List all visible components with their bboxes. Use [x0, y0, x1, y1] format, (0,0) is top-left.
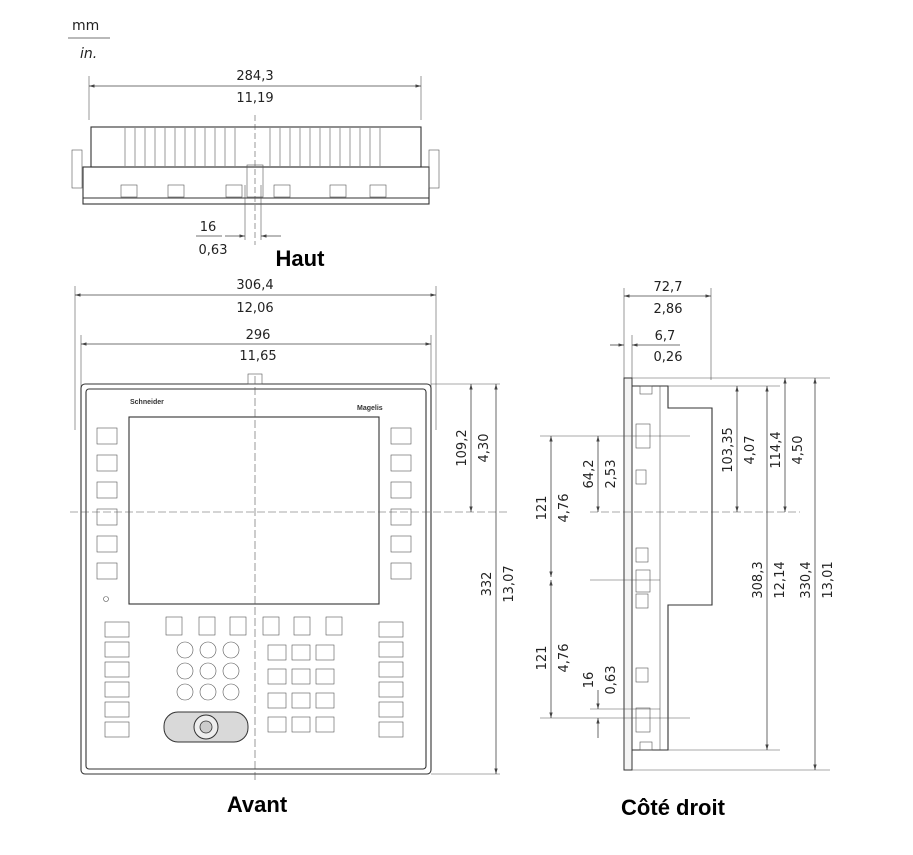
side-front-panel: [623, 377, 633, 771]
softkeys-row: [165, 616, 343, 636]
top-vents: [124, 128, 381, 166]
side-d-mm: 114,4: [769, 431, 784, 468]
unit-mm: mm: [72, 18, 99, 34]
side-c-mm: 103,35: [721, 427, 736, 473]
right-function-keys: [390, 427, 412, 580]
side-a-mm: 64,2: [582, 460, 597, 489]
jog-dial: [163, 711, 249, 743]
top-offset-mm: 16: [200, 220, 217, 235]
top-offset-in: 0,63: [199, 243, 228, 258]
top-width-in: 11,19: [236, 91, 273, 106]
side-panel-in: 0,26: [654, 350, 683, 365]
brand-right: Magelis: [357, 405, 383, 412]
top-width-mm: 284,3: [236, 69, 273, 84]
front-height-in: 13,07: [502, 565, 517, 602]
side-c-in: 4,07: [743, 436, 758, 465]
view-title-front: Avant: [227, 792, 288, 817]
side-seg2-in: 4,76: [557, 644, 572, 673]
side-housing: [632, 385, 713, 751]
side-depth-in: 2,86: [654, 302, 683, 317]
front-body-in: 11,65: [239, 349, 276, 364]
units-legend: mm in.: [68, 18, 110, 62]
view-title-right: Côté droit: [621, 795, 726, 820]
side-depth-mm: 72,7: [654, 280, 683, 295]
side-a-in: 2,53: [604, 460, 619, 489]
top-housing: [90, 126, 422, 168]
top-view: 284,3 11,19: [71, 69, 440, 271]
view-title-top: Haut: [276, 246, 326, 271]
brand-left: Schneider: [130, 399, 164, 406]
side-seg1-mm: 121: [535, 496, 550, 521]
front-upper-in: 4,30: [477, 434, 492, 463]
front-screen: [128, 416, 380, 605]
square-keypad: [267, 644, 335, 733]
side-e-mm: 308,3: [751, 561, 766, 598]
front-overall-in: 12,06: [236, 301, 273, 316]
unit-in: in.: [80, 46, 97, 62]
side-seg2-mm: 121: [535, 646, 550, 671]
front-overall-mm: 306,4: [236, 278, 273, 293]
side-view: 72,7 2,86 6,7 0,26 121 4,76 121 4: [535, 280, 836, 820]
left-function-keys: [96, 427, 118, 580]
front-upper-mm: 109,2: [455, 429, 470, 466]
front-body-mm: 296: [246, 328, 271, 343]
side-seg1-in: 4,76: [557, 494, 572, 523]
side-b-in: 0,63: [604, 666, 619, 695]
side-panel-mm: 6,7: [655, 329, 676, 344]
side-b-mm: 16: [582, 672, 597, 689]
round-keypad: [176, 641, 240, 701]
side-d-in: 4,50: [791, 436, 806, 465]
front-view: 306,4 12,06 296 11,65 Schneider Magelis: [70, 278, 517, 817]
side-e-in: 12,14: [773, 561, 788, 598]
lower-side-keys: [104, 621, 404, 738]
side-f-in: 13,01: [821, 561, 836, 598]
side-f-mm: 330,4: [799, 561, 814, 598]
front-height-mm: 332: [480, 572, 495, 597]
